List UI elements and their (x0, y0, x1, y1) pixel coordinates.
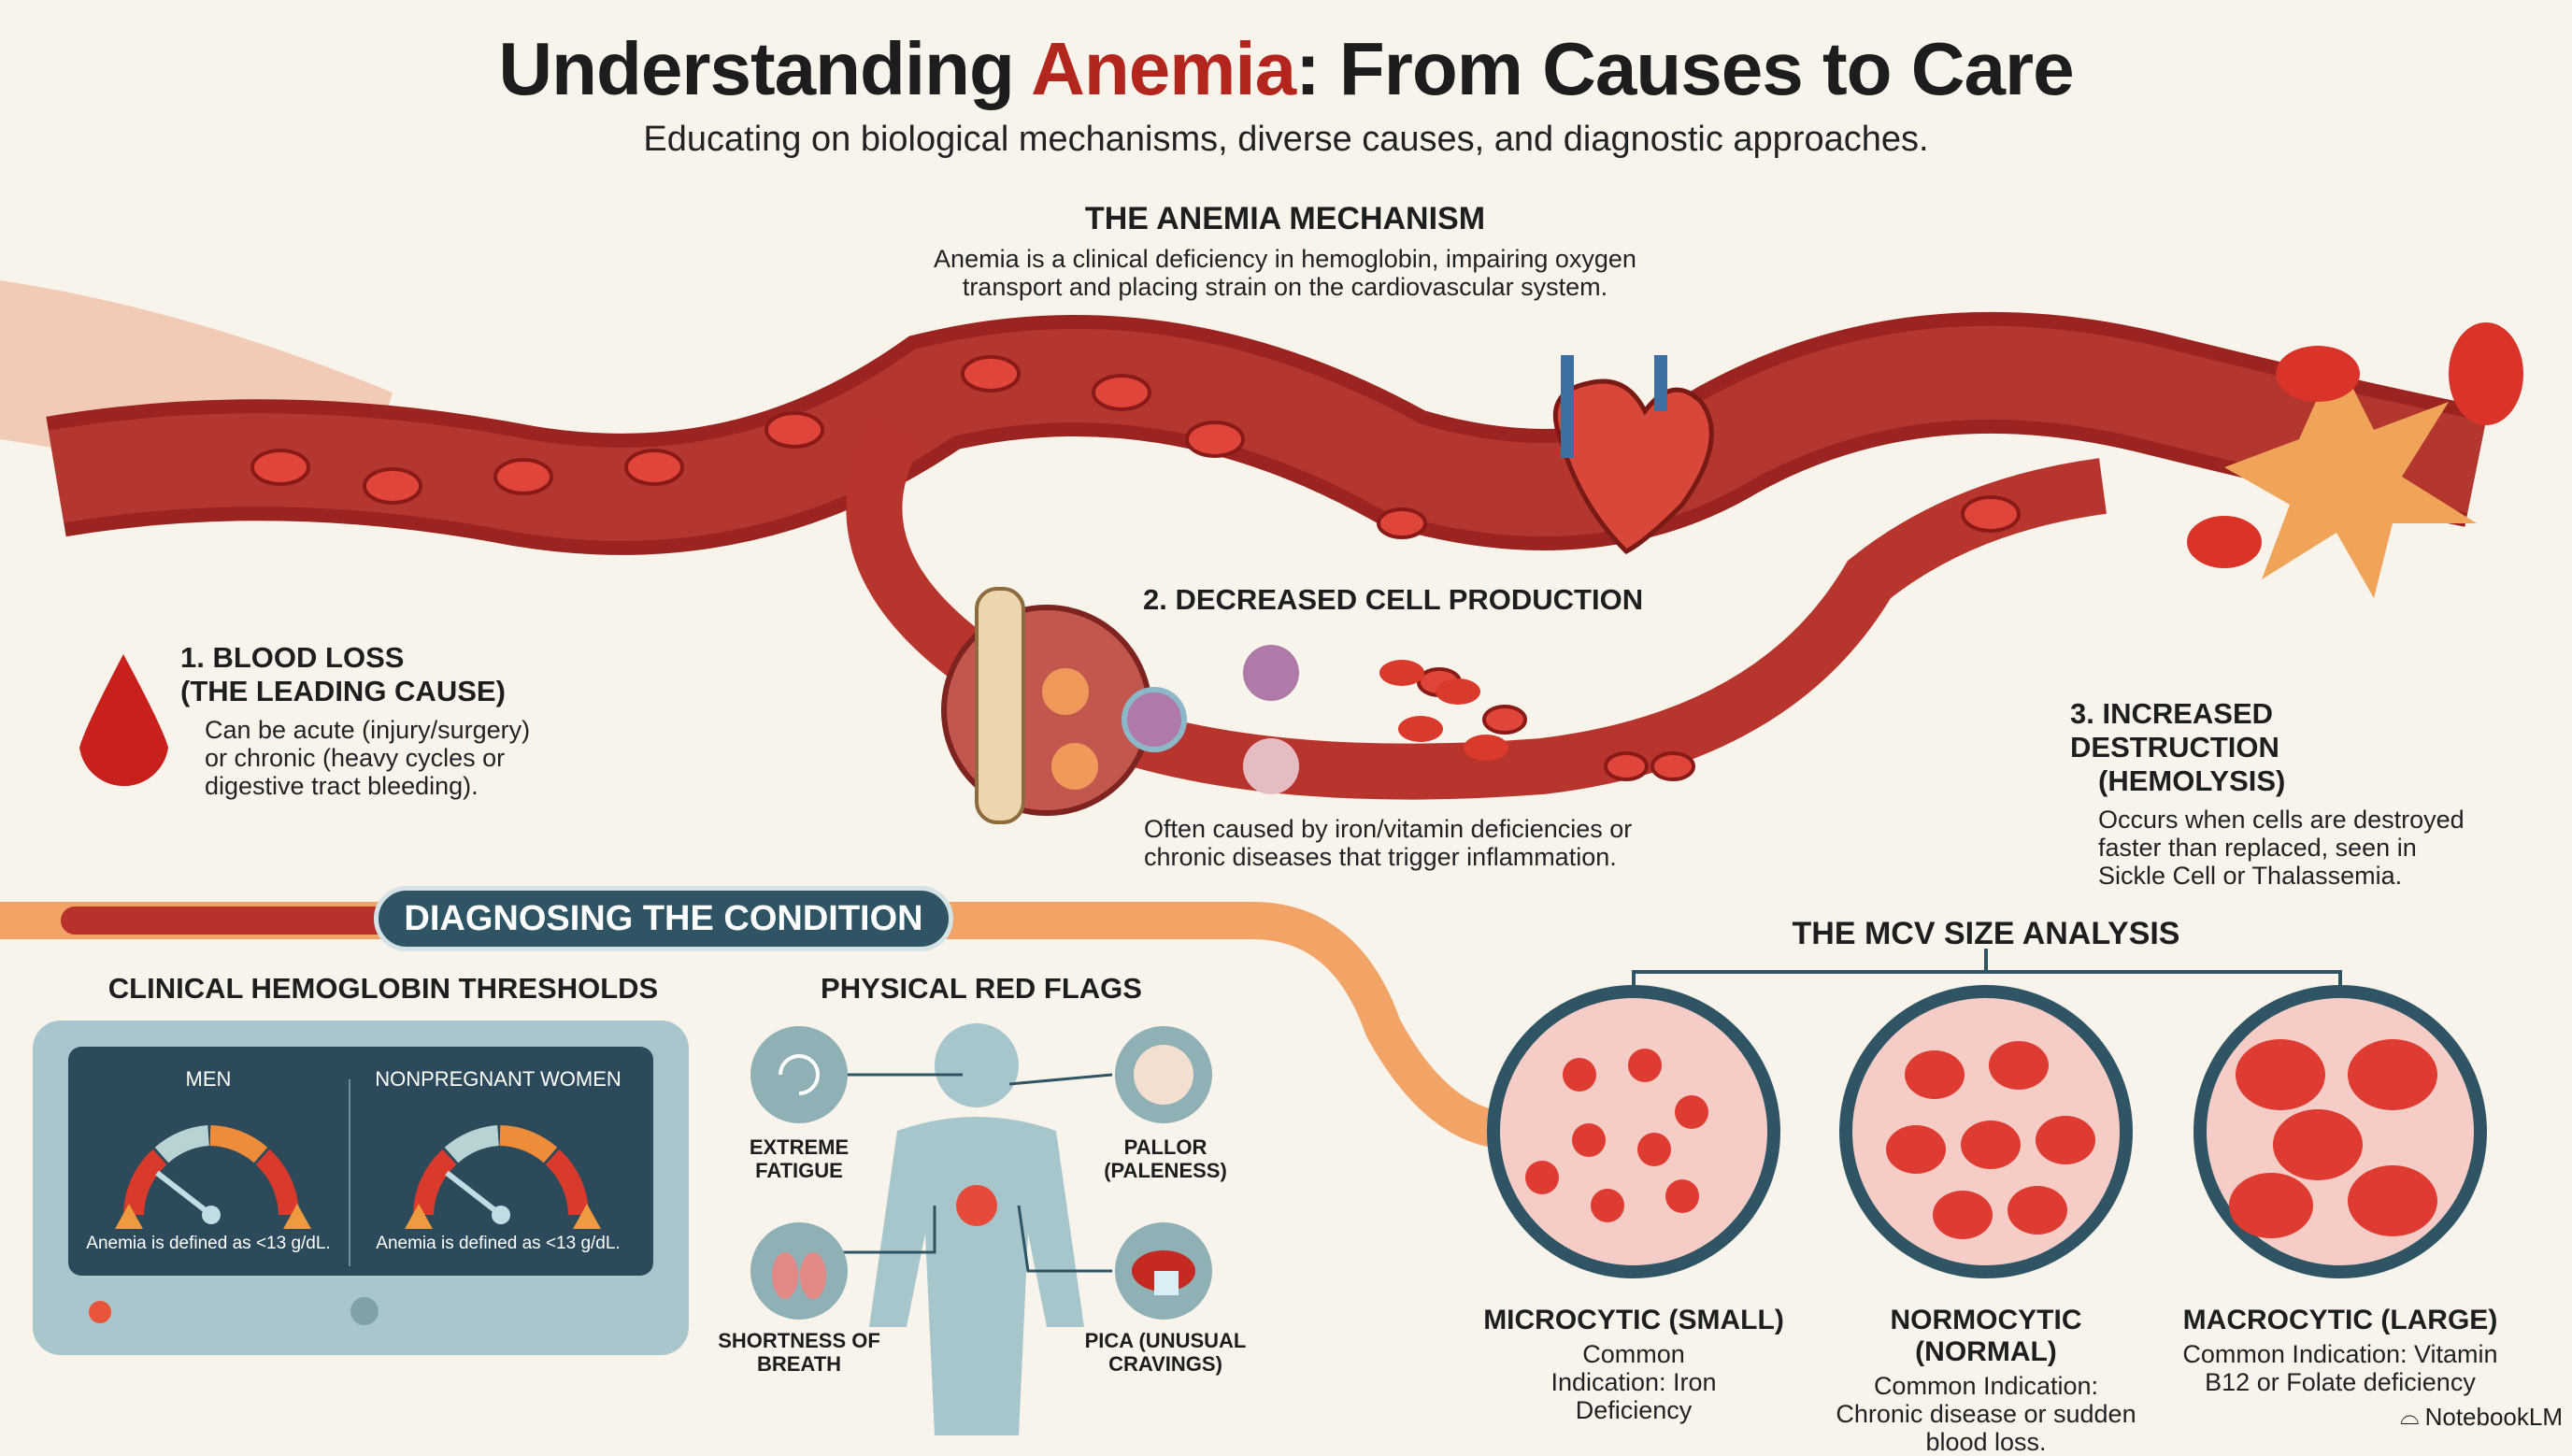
flag-fatigue: EXTREME FATIGUE (749, 1135, 850, 1182)
cell-maturation-icons (1122, 645, 1508, 794)
thresholds-heading: CLINICAL HEMOGLOBIN THRESHOLDS (107, 972, 659, 1005)
pica-icon (1115, 1222, 1212, 1320)
mcv-heading: THE MCV SIZE ANALYSIS (1792, 916, 2180, 951)
mcv-circle-macrocytic (2193, 985, 2487, 1278)
gauge-women (413, 1125, 589, 1224)
cause-blood-loss: 1. BLOOD LOSS (THE LEADING CAUSE) Can be… (180, 641, 554, 800)
cause-heading: 1. BLOOD LOSS (180, 641, 405, 674)
page-subtitle: Educating on biological mechanisms, dive… (643, 120, 1929, 159)
cause-increased-destruction: 3. INCREASED DESTRUCTION (HEMOLYSIS) Occ… (2070, 697, 2481, 890)
mechanism-heading: THE ANEMIA MECHANISM (1084, 201, 1486, 236)
diagnosing-ribbon (0, 902, 1589, 1149)
gauge-note-women: Anemia is defined as <13 g/dL. (376, 1234, 621, 1253)
mcv-body: Common Indication: Chronic disease or su… (1836, 1372, 2136, 1456)
red-flags-heading: PHYSICAL RED FLAGS (821, 972, 1142, 1005)
red-blood-cells (250, 355, 2021, 781)
fatigue-icon (750, 1026, 848, 1123)
gauge-men (123, 1125, 299, 1224)
gauges (115, 1125, 601, 1229)
brand: ⌓NotebookLM (2400, 1402, 2563, 1432)
brand-name: NotebookLM (2424, 1402, 2563, 1431)
monitor-screen: MEN NONPREGNANT WOMEN Anemia is defined … (68, 1047, 653, 1276)
mcv-label: NORMOCYTIC (NORMAL) (1890, 1305, 2082, 1367)
diagnosing-banner: DIAGNOSING THE CONDITION (374, 886, 953, 951)
cause-subheading: (THE LEADING CAUSE) (180, 675, 506, 707)
mechanism-section: THE ANEMIA MECHANISM Anemia is a clinica… (897, 201, 1673, 301)
cause-subheading: (HEMOLYSIS) (2098, 764, 2286, 797)
cause-decreased-production: 2. DECREASED CELL PRODUCTION (1143, 583, 1666, 617)
cause-heading: 3. INCREASED DESTRUCTION (2070, 697, 2279, 764)
mcv-circle-normocytic (1839, 985, 2133, 1278)
gauge-label-women: NONPREGNANT WOMEN (375, 1067, 622, 1091)
power-light (89, 1301, 111, 1323)
human-figure-icon (869, 1023, 1084, 1435)
mcv-circle-microcytic (1487, 985, 1780, 1278)
flag-shortness-of-breath: SHORTNESS OF BREATH (718, 1329, 880, 1376)
flag-pica: PICA (UNUSUAL CRAVINGS) (1084, 1329, 1247, 1376)
gauge-label-men: MEN (185, 1067, 232, 1091)
cause-body: Occurs when cells are destroyed faster t… (2098, 806, 2465, 890)
gauge-note-men: Anemia is defined as <13 g/dL. (86, 1234, 331, 1253)
heart-icon (1552, 355, 1714, 555)
notebooklm-logo-icon: ⌓ (2400, 1402, 2420, 1430)
mcv-body: Common Indication: Vitamin B12 or Folate… (2182, 1340, 2498, 1396)
mcv-label: MICROCYTIC (SMALL) (1483, 1305, 1784, 1335)
mechanism-body: Anemia is a clinical deficiency in hemog… (934, 245, 1636, 301)
vessel-branch (846, 416, 2108, 800)
hemoglobin-monitor: MEN NONPREGNANT WOMEN Anemia is defined … (33, 1021, 689, 1355)
cause-body: Often caused by iron/vitamin deficiencie… (1144, 815, 1633, 871)
pallor-icon (1115, 1026, 1212, 1123)
mcv-label: MACROCYTIC (LARGE) (2182, 1305, 2498, 1335)
mcv-normocytic: NORMOCYTIC (NORMAL)Common Indication: Ch… (1827, 1305, 2145, 1456)
lungs-icon (750, 1222, 848, 1320)
page-title: Understanding Anemia: From Causes to Car… (498, 27, 2074, 110)
mcv-body: Common Indication: Iron Deficiency (1550, 1340, 1717, 1424)
flag-pallor: PALLOR (PALENESS) (1104, 1135, 1227, 1182)
cause-body: Can be acute (injury/surgery) or chronic… (205, 716, 531, 800)
blood-drop-icon (79, 654, 168, 787)
monitor-button[interactable] (350, 1297, 379, 1325)
chest-highlight (956, 1185, 997, 1226)
mcv-microcytic: MICROCYTIC (SMALL) Common Indication: Iro… (1475, 1305, 1793, 1424)
cause-heading: 2. DECREASED CELL PRODUCTION (1143, 583, 1644, 616)
warning-icons (115, 1204, 601, 1229)
mcv-macrocytic: MACROCYTIC (LARGE) Common Indication: Vit… (2181, 1305, 2499, 1396)
mcv-bracket (1632, 949, 2342, 991)
hemolysis-burst-icon (2187, 322, 2523, 598)
bone-marrow-icon (941, 587, 1152, 824)
